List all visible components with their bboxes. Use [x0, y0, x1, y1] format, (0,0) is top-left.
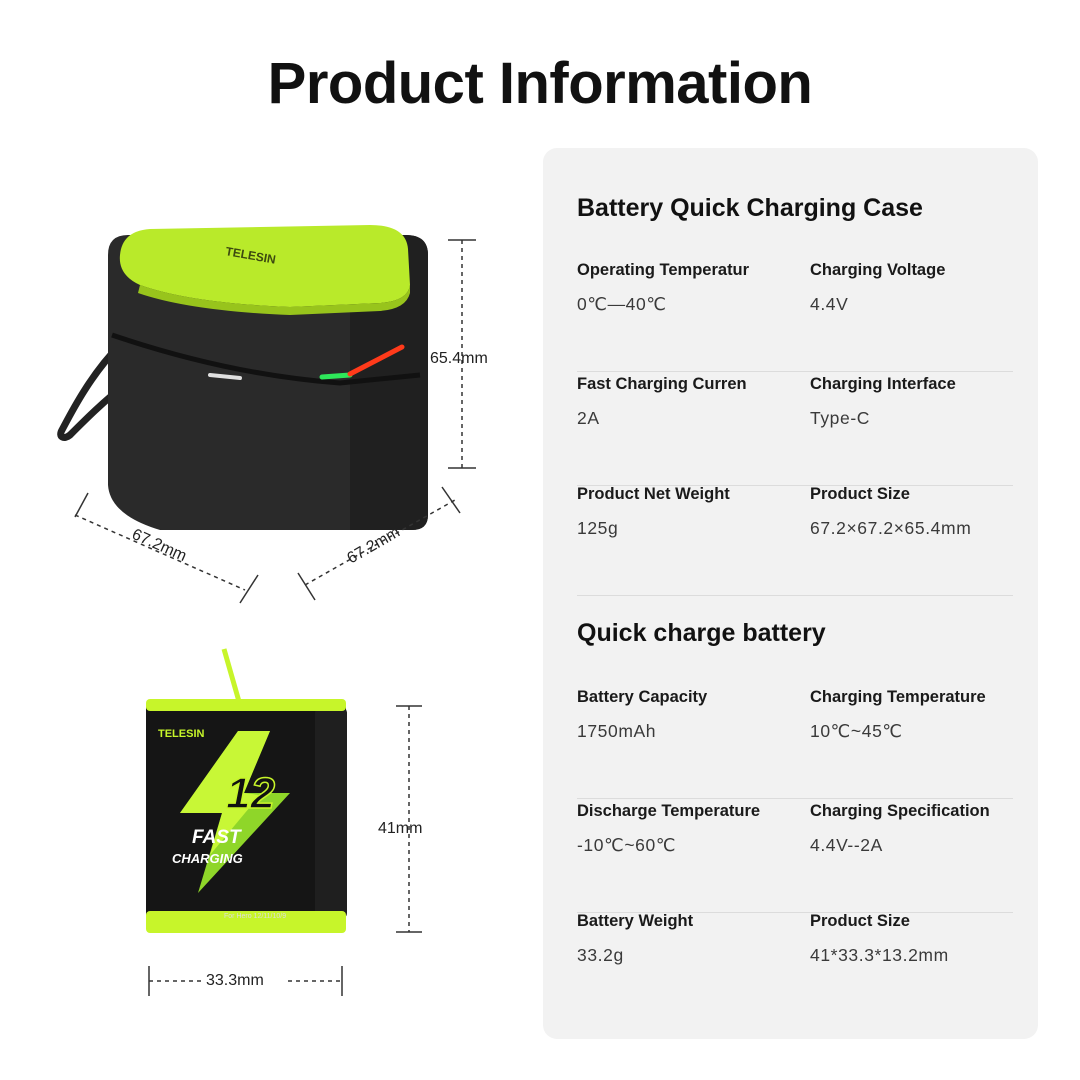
spec-row: Fast Charging Curren 2A Charging Interfa… [577, 375, 1013, 486]
spec-item: Charging Temperature 10℃~45℃ [810, 688, 1030, 742]
svg-text:For Hero 12/11/10/9: For Hero 12/11/10/9 [224, 913, 286, 920]
spec-label: Fast Charging Curren [577, 375, 747, 393]
spec-value: 10℃~45℃ [810, 721, 903, 741]
spec-row: Battery Weight 33.2g Product Size 41*33.… [577, 912, 1013, 1022]
spec-value: 2A [577, 408, 600, 428]
spec-item: Product Size 67.2×67.2×65.4mm [810, 485, 1030, 539]
spec-row: Battery Capacity 1750mAh Charging Temper… [577, 688, 1013, 799]
battery-height-label: 41mm [378, 820, 423, 837]
spec-row: Operating Temperatur 0℃—40℃ Charging Vol… [577, 261, 1013, 372]
svg-text:FAST: FAST [192, 827, 242, 848]
spec-value: 1750mAh [577, 721, 657, 741]
spec-label: Product Net Weight [577, 485, 730, 503]
spec-value: 41*33.3*13.2mm [810, 945, 949, 965]
spec-value: -10℃~60℃ [577, 835, 677, 855]
spec-value: Type-C [810, 408, 871, 428]
spec-label: Product Size [810, 912, 910, 930]
spec-label: Charging Interface [810, 375, 956, 393]
spec-row: Discharge Temperature -10℃~60℃ Charging … [577, 802, 1013, 913]
spec-row: Product Net Weight 125g Product Size 67.… [577, 485, 1013, 596]
spec-value: 4.4V [810, 294, 849, 314]
battery-dimension-lines [148, 705, 422, 996]
battery-image: TELESIN 12 FAST CHARGING For Hero 12/11/… [146, 648, 347, 933]
charging-case-image: TELESIN [57, 225, 476, 604]
spec-item: Product Size 41*33.3*13.2mm [810, 912, 1030, 966]
spec-item: Fast Charging Curren 2A [577, 375, 797, 429]
spec-item: Operating Temperatur 0℃—40℃ [577, 261, 797, 315]
spec-value: 67.2×67.2×65.4mm [810, 518, 972, 538]
spec-label: Product Size [810, 485, 910, 503]
svg-text:12: 12 [226, 769, 275, 818]
spec-value: 33.2g [577, 945, 624, 965]
case-spec-title: Battery Quick Charging Case [577, 194, 923, 222]
battery-width-label: 33.3mm [206, 972, 264, 989]
spec-panel: Battery Quick Charging Case Operating Te… [543, 148, 1038, 1039]
spec-label: Battery Weight [577, 912, 694, 930]
case-height-label: 65.4mm [430, 350, 488, 367]
battery-brand-text: TELESIN [158, 728, 205, 740]
spec-label: Charging Voltage [810, 261, 946, 279]
svg-text:CHARGING: CHARGING [172, 851, 243, 866]
spec-label: Operating Temperatur [577, 261, 750, 279]
spec-label: Battery Capacity [577, 688, 708, 706]
battery-spec-title: Quick charge battery [577, 619, 826, 647]
spec-item: Product Net Weight 125g [577, 485, 797, 539]
spec-value: 4.4V--2A [810, 835, 883, 855]
spec-item: Discharge Temperature -10℃~60℃ [577, 802, 797, 856]
spec-item: Battery Capacity 1750mAh [577, 688, 797, 742]
spec-label: Charging Temperature [810, 688, 986, 706]
spec-label: Charging Specification [810, 802, 990, 820]
spec-value: 125g [577, 518, 619, 538]
spec-item: Charging Voltage 4.4V [810, 261, 1030, 315]
spec-item: Charging Interface Type-C [810, 375, 1030, 429]
spec-item: Battery Weight 33.2g [577, 912, 797, 966]
spec-value: 0℃—40℃ [577, 294, 667, 314]
spec-item: Charging Specification 4.4V--2A [810, 802, 1030, 856]
page-title: Product Information [267, 51, 813, 116]
spec-label: Discharge Temperature [577, 802, 761, 820]
